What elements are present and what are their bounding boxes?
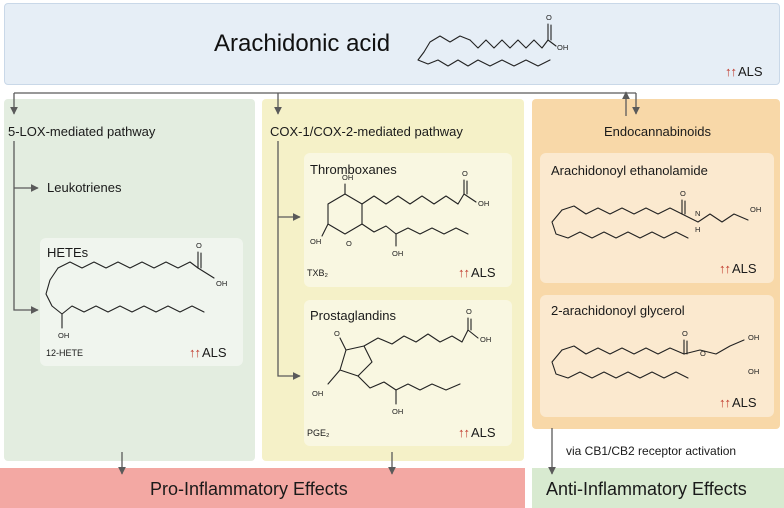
prostaglandins-card xyxy=(304,300,512,446)
atom-label: OH xyxy=(748,367,759,376)
aea-title: Arachidonoyl ethanolamide xyxy=(551,163,708,178)
aea-card xyxy=(540,153,774,283)
atom-label: O xyxy=(700,349,706,358)
cox-pathway-panel xyxy=(262,99,524,461)
pge2-compound-label: PGE₂ xyxy=(307,428,330,438)
leukotrienes-label: Leukotrienes xyxy=(47,180,122,195)
pge2-structure: O OH OH O OH xyxy=(312,307,491,416)
atom-label: OH xyxy=(310,237,321,246)
receptor-note: via CB1/CB2 receptor activation xyxy=(566,444,737,458)
atom-label: OH xyxy=(392,249,403,258)
txb2-structure: OH OH O OH O OH xyxy=(310,169,489,258)
arachidonic-acid-structure: O OH xyxy=(417,13,568,67)
atom-label: OH xyxy=(748,333,759,342)
lox-pathway-title: 5-LOX-mediated pathway xyxy=(8,124,156,139)
up-arrows-icon: ↑↑ xyxy=(458,425,470,440)
cox-pathway-title: COX-1/COX-2-mediated pathway xyxy=(270,124,463,139)
anti-inflammatory-bar xyxy=(532,468,784,508)
lox-pathway-panel xyxy=(4,99,255,461)
up-arrows-icon: ↑↑ xyxy=(725,64,737,79)
up-arrows-icon: ↑↑ xyxy=(189,345,201,360)
endocannabinoids-title: Endocannabinoids xyxy=(604,124,711,139)
atom-label: O xyxy=(680,189,686,198)
connector-arrows xyxy=(10,91,640,475)
pro-inflammatory-label: Pro-Inflammatory Effects xyxy=(150,479,348,499)
hete-compound-label: 12-HETE xyxy=(46,348,84,358)
atom-label: OH xyxy=(58,331,69,340)
atom-label: O xyxy=(466,307,472,316)
als-marker-aea: ↑↑ALS xyxy=(719,261,757,276)
up-arrows-icon: ↑↑ xyxy=(458,265,470,280)
pro-inflammatory-bar xyxy=(0,468,525,508)
arachidonic-acid-panel xyxy=(4,3,780,85)
als-marker-arachidonic: ↑↑ALS xyxy=(725,64,763,79)
thromboxanes-card xyxy=(304,153,512,287)
txb2-compound-label: TXB₂ xyxy=(307,268,328,278)
atom-label: OH xyxy=(557,43,568,52)
atom-label: O xyxy=(196,241,202,250)
up-arrows-icon: ↑↑ xyxy=(719,261,731,276)
thromboxanes-title: Thromboxanes xyxy=(310,162,397,177)
atom-label: H xyxy=(695,225,700,234)
page-title: Arachidonic acid xyxy=(214,30,391,57)
2ag-card xyxy=(540,295,774,417)
atom-label: O xyxy=(462,169,468,178)
atom-label: O xyxy=(334,329,340,338)
atom-label: O xyxy=(346,239,352,248)
als-marker-txb2: ↑↑ALS xyxy=(458,265,496,280)
atom-label: N xyxy=(695,209,700,218)
atom-label: OH xyxy=(312,389,323,398)
atom-label: OH xyxy=(750,205,761,214)
atom-label: OH xyxy=(342,173,353,182)
aea-structure: O N H OH xyxy=(551,189,761,239)
als-marker-pge2: ↑↑ALS xyxy=(458,425,496,440)
hete-structure: O OH OH xyxy=(45,241,227,340)
atom-label: O xyxy=(682,329,688,338)
als-marker-2ag: ↑↑ALS xyxy=(719,395,757,410)
up-arrows-icon: ↑↑ xyxy=(719,395,731,410)
2ag-title: 2-arachidonoyl glycerol xyxy=(551,303,685,318)
hetes-title: HETEs xyxy=(47,245,89,260)
atom-label: OH xyxy=(478,199,489,208)
prostaglandins-title: Prostaglandins xyxy=(310,308,396,323)
als-marker-hete: ↑↑ALS xyxy=(189,345,227,360)
atom-label: OH xyxy=(216,279,227,288)
atom-label: OH xyxy=(392,407,403,416)
hetes-card xyxy=(40,238,243,366)
anti-inflammatory-label: Anti-Inflammatory Effects xyxy=(546,479,747,499)
atom-label: OH xyxy=(480,335,491,344)
atom-label: O xyxy=(546,13,552,22)
2ag-structure: O O OH OH xyxy=(551,329,759,379)
